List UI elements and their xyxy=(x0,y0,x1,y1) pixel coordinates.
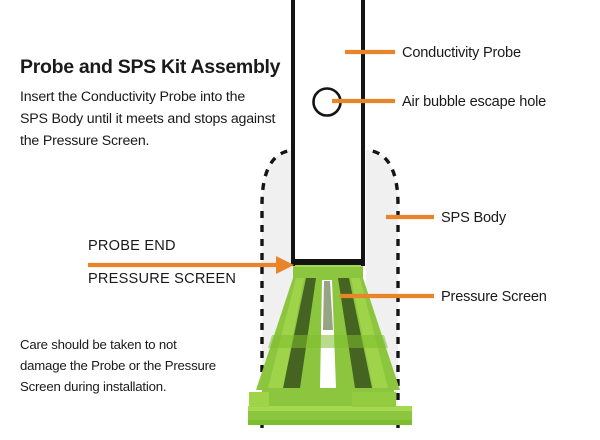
screen-base-shadow xyxy=(248,420,412,425)
callout-label-conductivity-probe: Conductivity Probe xyxy=(402,45,521,61)
probe-wall-right xyxy=(361,0,365,266)
screen-base-step-right xyxy=(352,392,396,407)
screen-rib-right xyxy=(351,278,388,388)
caution-note-line: Screen during installation. xyxy=(20,379,167,394)
probe-wall-left xyxy=(291,0,295,266)
screen-slot-2 xyxy=(338,278,372,388)
intro-text-line: the Pressure Screen. xyxy=(20,133,150,149)
screen-mid-band xyxy=(268,335,388,348)
screen-slot-center-shadow xyxy=(323,281,333,330)
arrow-head xyxy=(276,256,294,274)
screen-base-highlight xyxy=(248,406,412,411)
callout-label-sps-body: SPS Body xyxy=(441,210,506,226)
screen-rib-left xyxy=(268,278,304,388)
callout-label-air-bubble-escape-hole: Air bubble escape hole xyxy=(402,94,547,110)
probe-end-cap xyxy=(291,259,365,265)
intro-text-line: SPS Body until it meets and stops agains… xyxy=(20,111,276,127)
conductivity-probe xyxy=(291,0,365,266)
intro-text-line: Insert the Conductivity Probe into the xyxy=(20,89,246,105)
probe-end-arrow xyxy=(88,256,294,274)
page-title: Probe and SPS Kit Assembly xyxy=(20,56,281,78)
screen-base-step-left xyxy=(249,392,269,407)
caution-note-line: Care should be taken to not xyxy=(20,337,177,352)
arrow-label-probe-end: PROBE END xyxy=(88,238,176,254)
caution-note-line: damage the Probe or the Pressure xyxy=(20,358,216,373)
screen-slot-1 xyxy=(283,278,316,388)
arrow-label-pressure-screen: PRESSURE SCREEN xyxy=(88,271,237,287)
callout-label-pressure-screen: Pressure Screen xyxy=(441,289,547,305)
